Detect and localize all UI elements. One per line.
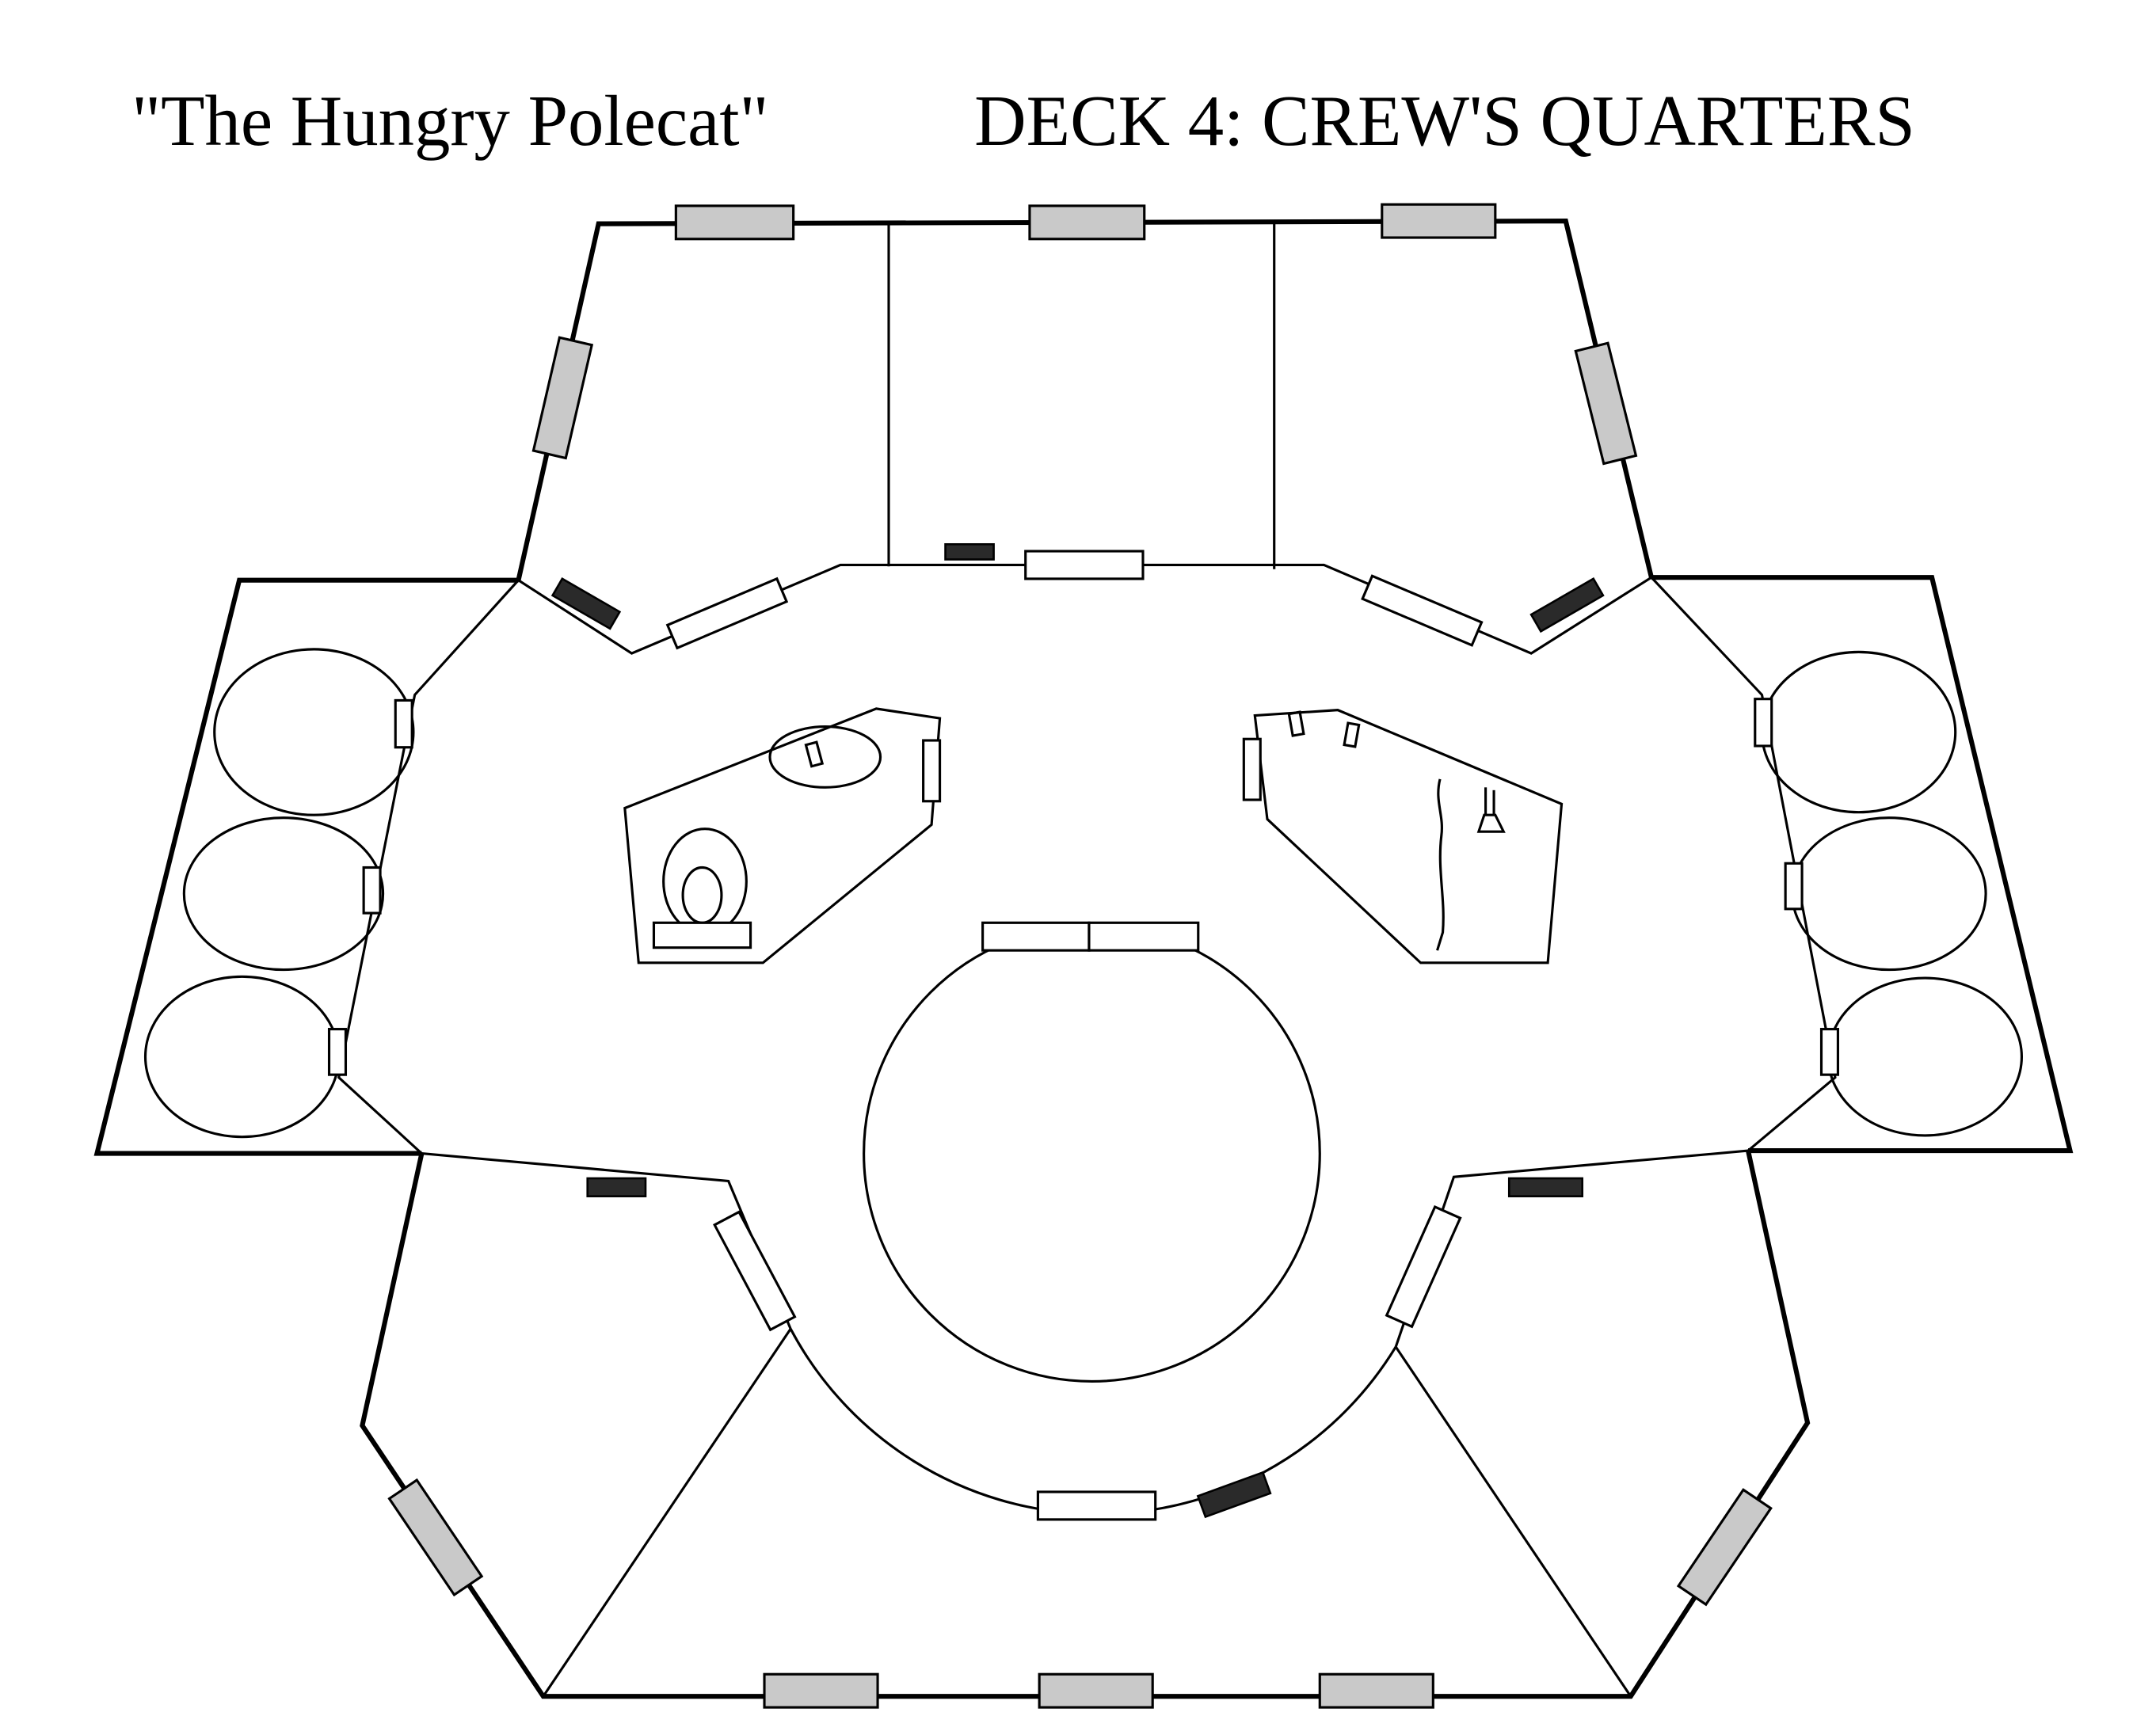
ship-name-title: "The Hungry Polecat" [131, 81, 769, 161]
pod-door[interactable] [1754, 698, 1773, 748]
door[interactable] [1036, 1490, 1157, 1521]
sink [768, 725, 882, 789]
door[interactable] [665, 576, 789, 650]
sleep-pods-port [143, 648, 415, 1139]
deck-title: DECK 4: CREW'S QUARTERS [974, 81, 1915, 161]
door[interactable] [1385, 1204, 1462, 1329]
room-door[interactable] [1242, 737, 1262, 801]
pod-door[interactable] [362, 866, 382, 915]
central-shaft [863, 924, 1321, 1383]
galley-room [1242, 709, 1564, 965]
bathroom [623, 707, 942, 965]
windows [387, 203, 1773, 1709]
bathroom-door[interactable] [922, 739, 942, 803]
outer-hull [93, 219, 2074, 1699]
pod-door[interactable] [327, 1028, 348, 1076]
shaft-door-right[interactable] [1088, 921, 1200, 952]
toilet [662, 828, 748, 935]
doors [665, 550, 1484, 1521]
sleep-pods-starboard [1754, 650, 2024, 1137]
door[interactable] [1361, 574, 1484, 647]
shaft-door-left[interactable] [981, 921, 1091, 952]
door[interactable] [1024, 550, 1145, 580]
pod-door[interactable] [1784, 862, 1804, 911]
door[interactable] [713, 1210, 797, 1332]
pod-door[interactable] [1819, 1028, 1840, 1076]
pod-door[interactable] [394, 698, 413, 749]
vents [550, 542, 1605, 1519]
